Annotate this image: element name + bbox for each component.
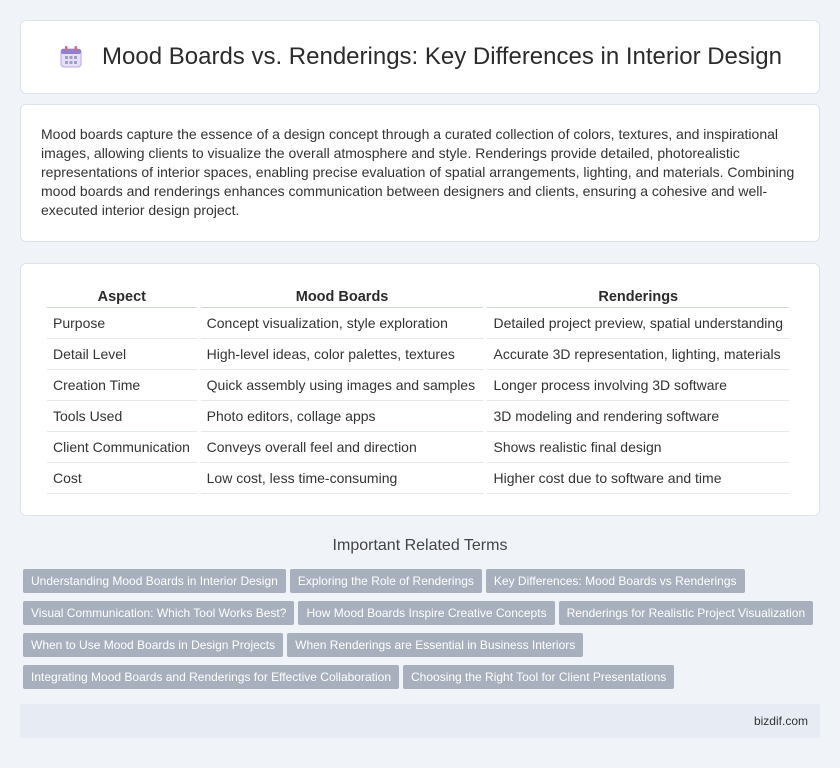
table-row: Cost Low cost, less time-consuming Highe… (47, 463, 789, 494)
table-cell: Quick assembly using images and samples (200, 370, 484, 401)
column-header: Renderings (487, 286, 789, 308)
table-cell: Longer process involving 3D software (487, 370, 789, 401)
footer: bizdif.com (20, 704, 820, 738)
table-cell: Detail Level (47, 339, 197, 370)
table-row: Tools Used Photo editors, collage apps 3… (47, 401, 789, 432)
comparison-section: Aspect Mood Boards Renderings Purpose Co… (20, 263, 820, 516)
related-term-link[interactable]: Understanding Mood Boards in Interior De… (23, 569, 286, 593)
intro-section: Mood boards capture the essence of a des… (20, 104, 820, 242)
table-cell: Concept visualization, style exploration (200, 308, 484, 339)
footer-site-name[interactable]: bizdif.com (753, 714, 808, 728)
comparison-table: Aspect Mood Boards Renderings Purpose Co… (43, 286, 793, 494)
table-cell: Cost (47, 463, 197, 494)
intro-paragraph: Mood boards capture the essence of a des… (41, 126, 795, 218)
related-term-link[interactable]: Key Differences: Mood Boards vs Renderin… (485, 569, 745, 593)
column-header: Mood Boards (200, 286, 484, 308)
table-row: Creation Time Quick assembly using image… (47, 370, 789, 401)
page-header: Mood Boards vs. Renderings: Key Differen… (20, 20, 820, 94)
column-header: Aspect (47, 286, 197, 308)
related-term-link[interactable]: When to Use Mood Boards in Design Projec… (23, 633, 284, 657)
table-row: Detail Level High-level ideas, color pal… (47, 339, 789, 370)
table-cell: Creation Time (47, 370, 197, 401)
related-terms-title: Important Related Terms (332, 537, 508, 554)
related-term-link[interactable]: Visual Communication: Which Tool Works B… (23, 601, 295, 625)
related-term-link[interactable]: How Mood Boards Inspire Creative Concept… (298, 601, 555, 625)
table-cell: Accurate 3D representation, lighting, ma… (487, 339, 789, 370)
table-cell: Detailed project preview, spatial unders… (487, 308, 789, 339)
related-term-link[interactable]: Choosing the Right Tool for Client Prese… (403, 665, 675, 689)
table-header-row: Aspect Mood Boards Renderings (47, 286, 789, 308)
related-term-link[interactable]: When Renderings are Essential in Busines… (287, 633, 584, 657)
related-term-link[interactable]: Exploring the Role of Renderings (289, 569, 482, 593)
table-cell: Client Communication (47, 432, 197, 463)
table-cell: High-level ideas, color palettes, textur… (200, 339, 484, 370)
table-cell: Shows realistic final design (487, 432, 789, 463)
table-cell: Conveys overall feel and direction (200, 432, 484, 463)
related-terms-list: Understanding Mood Boards in Interior De… (23, 569, 823, 697)
page-title: Mood Boards vs. Renderings: Key Differen… (102, 43, 782, 70)
table-cell: Low cost, less time-consuming (200, 463, 484, 494)
table-row: Purpose Concept visualization, style exp… (47, 308, 789, 339)
table-row: Client Communication Conveys overall fee… (47, 432, 789, 463)
table-cell: Purpose (47, 308, 197, 339)
table-cell: Tools Used (47, 401, 197, 432)
table-cell: Higher cost due to software and time (487, 463, 789, 494)
related-term-link[interactable]: Renderings for Realistic Project Visuali… (558, 601, 814, 625)
table-cell: Photo editors, collage apps (200, 401, 484, 432)
related-term-link[interactable]: Integrating Mood Boards and Renderings f… (23, 665, 399, 689)
table-cell: 3D modeling and rendering software (487, 401, 789, 432)
calendar-icon (58, 44, 84, 70)
